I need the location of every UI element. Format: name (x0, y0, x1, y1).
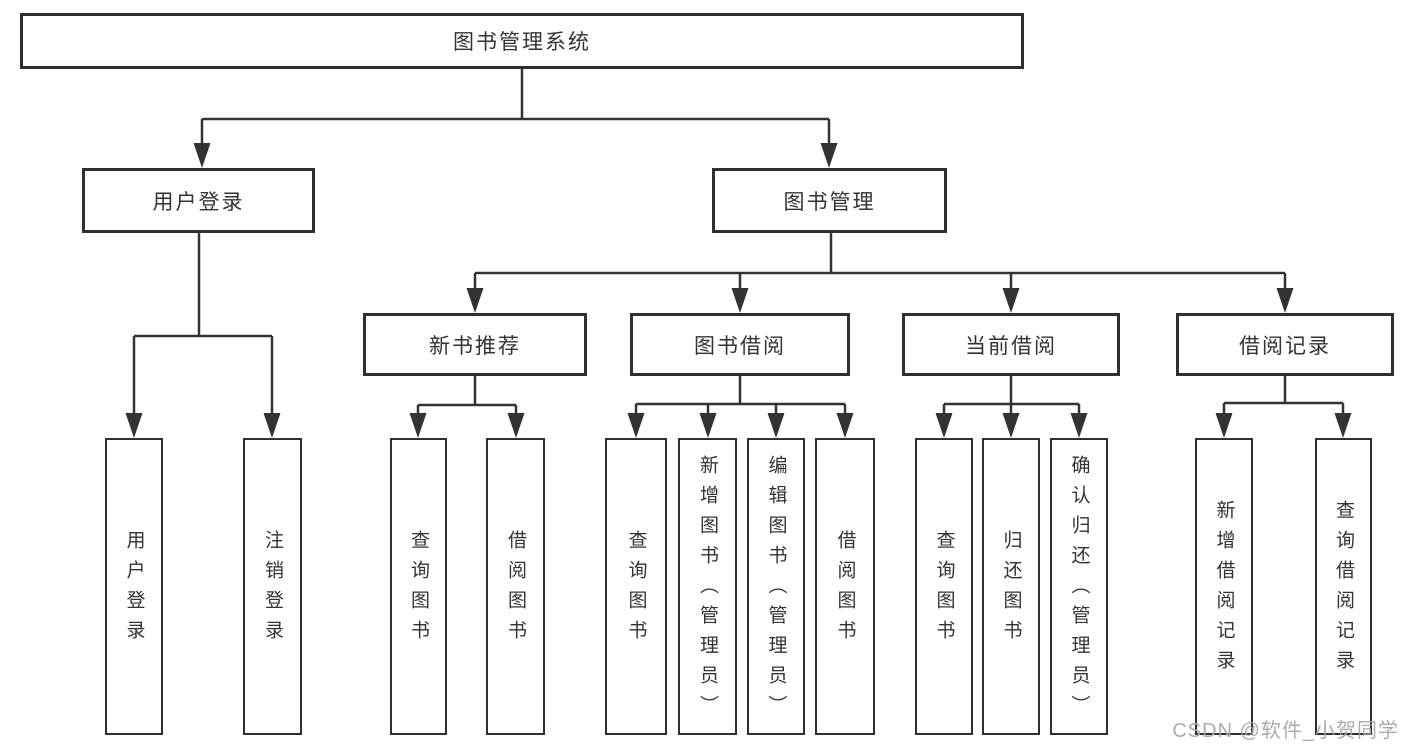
leaf-confirm-return-admin: 确认归还（管理员） (1050, 438, 1108, 735)
node-book-borrow: 图书借阅 (630, 313, 850, 376)
leaf-query-books-recommend: 查询图书 (390, 438, 447, 735)
leaf-query-borrow-record: 查询借阅记录 (1315, 438, 1372, 735)
leaf-logout: 注销登录 (243, 438, 302, 735)
leaf-add-book-admin: 新增图书（管理员） (678, 438, 737, 735)
node-book-management: 图书管理 (712, 168, 947, 233)
node-current-borrow: 当前借阅 (902, 313, 1120, 376)
leaf-query-books-current: 查询图书 (915, 438, 973, 735)
node-root: 图书管理系统 (20, 13, 1024, 69)
leaf-query-books-borrow: 查询图书 (605, 438, 667, 735)
node-new-book-recommend: 新书推荐 (363, 313, 587, 376)
leaf-edit-book-admin: 编辑图书（管理员） (747, 438, 805, 735)
leaf-borrow-books-borrow: 借阅图书 (815, 438, 875, 735)
node-user-login: 用户登录 (82, 168, 315, 233)
leaf-user-login: 用户登录 (105, 438, 163, 735)
leaf-borrow-books-recommend: 借阅图书 (486, 438, 545, 735)
leaf-add-borrow-record: 新增借阅记录 (1195, 438, 1253, 735)
node-borrow-records: 借阅记录 (1176, 313, 1394, 376)
csdn-watermark: CSDN @软件_小贺同学 (1172, 720, 1399, 742)
leaf-return-book: 归还图书 (982, 438, 1040, 735)
